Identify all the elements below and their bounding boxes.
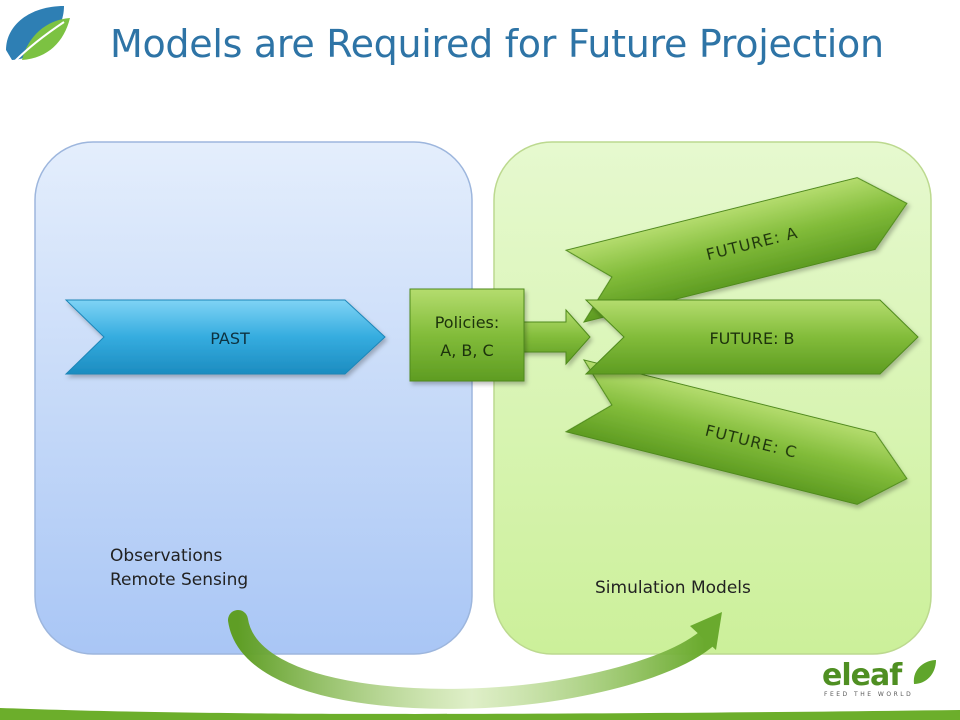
eleaf-tagline: FEED THE WORLD <box>824 691 913 698</box>
future-b-arrow: FUTURE: B <box>584 299 919 375</box>
curved-arrow <box>228 610 722 709</box>
slide-title: Models are Required for Future Projectio… <box>110 22 884 66</box>
logo-leaf-icon <box>913 660 936 684</box>
footer-bar <box>0 708 960 720</box>
observations-label: Observations Remote Sensing <box>110 544 248 592</box>
left-panel <box>34 141 473 655</box>
future-c-arrow: FUTURE: C <box>564 359 908 505</box>
policies-line2: A, B, C <box>440 341 493 360</box>
future-a-arrow: FUTURE: A <box>564 177 908 323</box>
future-b-label: FUTURE: B <box>709 329 794 348</box>
leaf-logo-icon <box>6 6 70 63</box>
observations-line1: Observations <box>110 546 223 566</box>
past-arrow: PAST <box>64 299 386 375</box>
eleaf-logo: eleaf FEED THE WORLD <box>822 658 936 698</box>
observations-line2: Remote Sensing <box>110 570 249 590</box>
policies-box: Policies: A, B, C <box>409 288 525 382</box>
simulation-models-label: Simulation Models <box>595 578 751 598</box>
connector-arrow <box>519 308 591 366</box>
eleaf-wordmark: eleaf <box>822 658 903 693</box>
past-label: PAST <box>210 329 250 348</box>
policies-line1: Policies: <box>435 313 500 332</box>
